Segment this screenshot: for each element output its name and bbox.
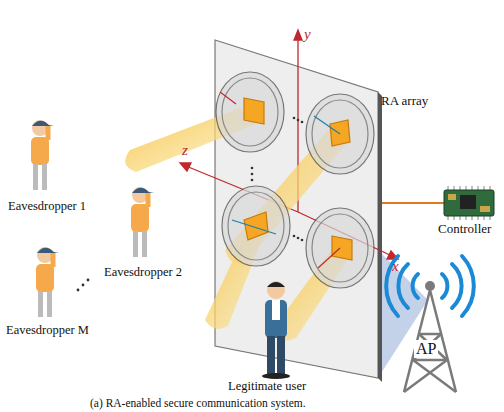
ra-elements bbox=[216, 72, 374, 288]
axis-label: z bbox=[182, 142, 188, 159]
ra-array-panel: RA array bbox=[215, 40, 378, 378]
ellipsis-dots bbox=[77, 117, 304, 292]
ra-panel-edge bbox=[378, 92, 382, 382]
user-label: Legitimate user bbox=[228, 380, 306, 394]
eavesdroppers bbox=[31, 120, 154, 317]
controller-chip: Controller bbox=[438, 186, 500, 236]
axis-label: x bbox=[392, 258, 399, 275]
legitimate-user-figure bbox=[262, 281, 290, 379]
ap-label: AP bbox=[414, 340, 438, 358]
eavesdropper-label: Eavesdropper 1 bbox=[8, 200, 86, 214]
control-wire bbox=[382, 202, 444, 204]
eavesdropper-label: Eavesdropper 2 bbox=[104, 266, 182, 280]
axis-label: y bbox=[304, 26, 311, 43]
controller-label: Controller bbox=[438, 222, 491, 236]
array-label: RA array bbox=[381, 94, 428, 108]
ra-panel bbox=[215, 40, 378, 378]
figure-caption: (a) RA-enabled secure communication syst… bbox=[90, 397, 306, 410]
ap-tower bbox=[386, 256, 474, 392]
chip-icon bbox=[438, 186, 500, 220]
eavesdropper-label: Eavesdropper M bbox=[6, 324, 89, 338]
